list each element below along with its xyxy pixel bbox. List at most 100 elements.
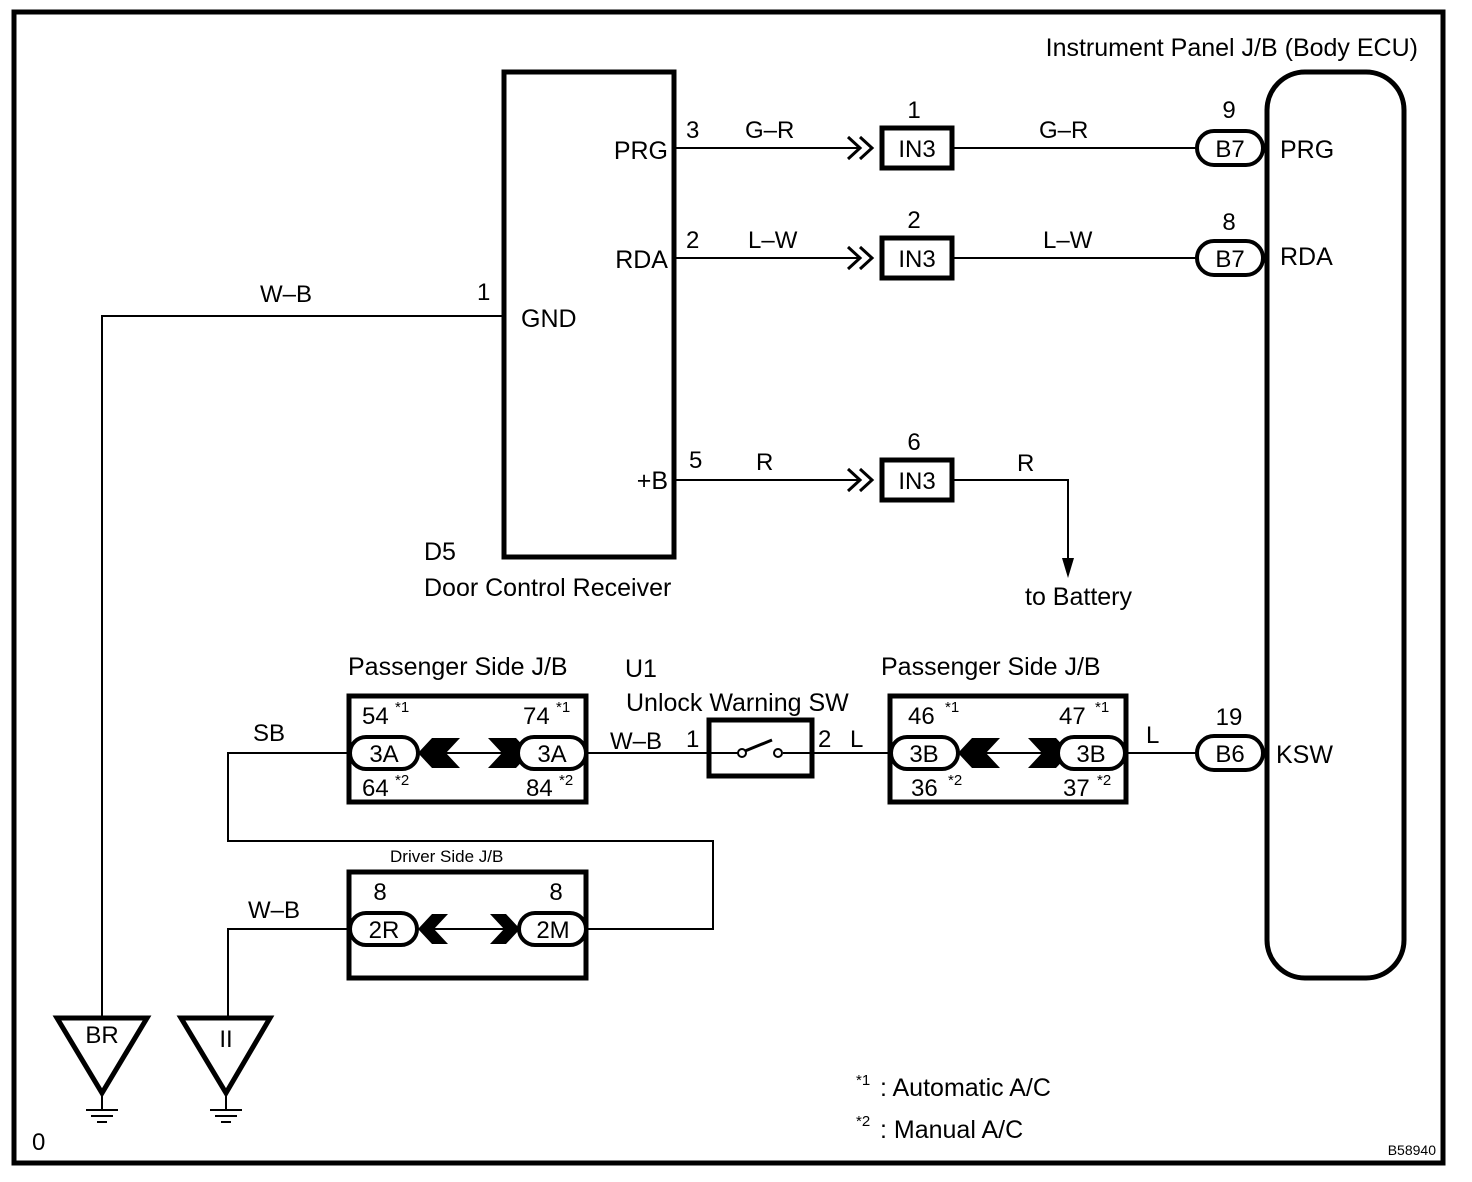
legend-mark: *1 [856,1072,870,1089]
ground-label: II [219,1026,232,1053]
pin-number: 8 [549,879,562,906]
variant-mark: *1 [945,699,959,716]
ecu-connector-pin: 19 [1216,704,1243,731]
wire-color-label: R [756,449,773,476]
pin-number: 46 [908,703,935,730]
wire-sb [227,752,714,930]
connector-label: 3B [909,741,938,768]
pin-number: 1 [907,97,920,124]
connector-arrow-right-icon [490,914,520,944]
variant-mark: *2 [948,772,962,789]
pin-number: 54 [362,703,389,730]
pin-number: 1 [477,279,490,306]
ground-point-icon [52,1015,152,1098]
ground-ii: II [176,1015,275,1123]
wire-gnd-w-b [101,315,504,1018]
ecu-connector-label: B7 [1215,246,1244,273]
wire-color-label: L–W [1043,227,1093,254]
double-chevron-icon [858,467,875,493]
variant-mark: *1 [556,699,570,716]
jb-title: Passenger Side J/B [348,653,568,681]
connector-label: 3A [537,741,566,768]
ecu-connector-b6-ksw: 19 B6 [1195,704,1265,772]
ecu-connector-label: B7 [1215,136,1244,163]
ecu-connector-label: B6 [1215,741,1244,768]
passenger-jb-3b: Passenger Side J/B 3B 3B 46 *1 36 *2 47 … [881,653,1129,805]
jb-title: Passenger Side J/B [881,653,1101,681]
wire-color-label: L [850,726,863,753]
legend-mark: *2 [856,1113,870,1130]
ecu-pin-ksw: KSW [1276,741,1333,769]
legend-text: : Manual A/C [880,1116,1023,1144]
pin-number: 36 [911,775,938,802]
to-battery-label: to Battery [1025,583,1132,611]
connector-label: 3A [369,741,398,768]
wire-color-label: W–B [260,281,312,308]
passenger-jb-3a: Passenger Side J/B 3A 3A 54 *1 64 *2 74 … [346,653,589,805]
in3-label: IN3 [898,468,935,495]
variant-mark: *2 [559,772,573,789]
legend: *1 : Automatic A/C *2 : Manual A/C [856,1072,1051,1144]
variant-mark: *2 [1097,772,1111,789]
ecu-connector-b7-prg: 9 B7 [1195,97,1265,167]
wire-color-label: SB [253,720,285,747]
pin-number: 6 [907,429,920,456]
driver-jb: Driver Side J/B 2R 2M 8 8 [346,847,589,981]
pin-number: 1 [686,726,699,753]
jb-title: Driver Side J/B [390,847,503,866]
door-control-receiver-block [501,69,677,560]
corner-mark: 0 [32,1129,45,1156]
double-chevron-icon [846,135,863,161]
double-chevron-icon [846,467,863,493]
receiver-terminal-prg: PRG [614,137,668,165]
double-chevron-icon [858,245,875,271]
legend-text: : Automatic A/C [880,1074,1051,1102]
wire-color-label: G–R [745,117,794,144]
ecu-connector-pin: 8 [1222,209,1235,236]
double-chevron-icon [846,245,863,271]
variant-mark: *1 [1095,699,1109,716]
pin-number: 64 [362,775,389,802]
receiver-code: D5 [424,538,456,566]
ground-label: BR [85,1022,118,1049]
receiver-terminal-rda: RDA [615,246,668,274]
pin-number: 5 [689,447,702,474]
diagram-frame [11,9,1446,1166]
wire-color-label: L–W [748,227,798,254]
ground-point-icon [176,1015,275,1098]
arrow-down-icon [1062,558,1074,578]
ground-br: BR [52,1015,152,1123]
receiver-name: Door Control Receiver [424,574,671,602]
wire-color-label: L [1146,722,1159,749]
connector-arrow-left-icon [418,738,460,768]
connector-label: 2R [369,917,400,944]
double-chevron-icon [858,135,875,161]
wire-color-label: G–R [1039,117,1088,144]
body-ecu-block [1264,69,1407,981]
connector-arrow-left-icon [958,738,1000,768]
ecu-pin-rda: RDA [1280,243,1333,271]
pin-number: 2 [686,227,699,254]
ecu-connector-pin: 9 [1222,97,1235,124]
pin-number: 2 [907,207,920,234]
wire-w-b-driver [227,928,350,1018]
switch-code: U1 [625,655,657,683]
unlock-warning-switch: U1 Unlock Warning SW 1 2 [625,655,849,779]
pin-number: 74 [523,703,550,730]
in3-label: IN3 [898,246,935,273]
wire-color-label: W–B [610,728,662,755]
pin-number: 84 [526,775,553,802]
pin-number: 8 [373,879,386,906]
ecu-connector-b7-rda: 8 B7 [1195,209,1265,277]
wire-to-battery [954,479,1069,562]
pin-number: 37 [1063,775,1090,802]
receiver-terminal-gnd: GND [521,305,577,333]
connector-arrow-left-icon [418,914,448,944]
ecu-pin-prg: PRG [1280,136,1334,164]
connector-label: 2M [536,917,569,944]
switch-name: Unlock Warning SW [626,689,849,717]
